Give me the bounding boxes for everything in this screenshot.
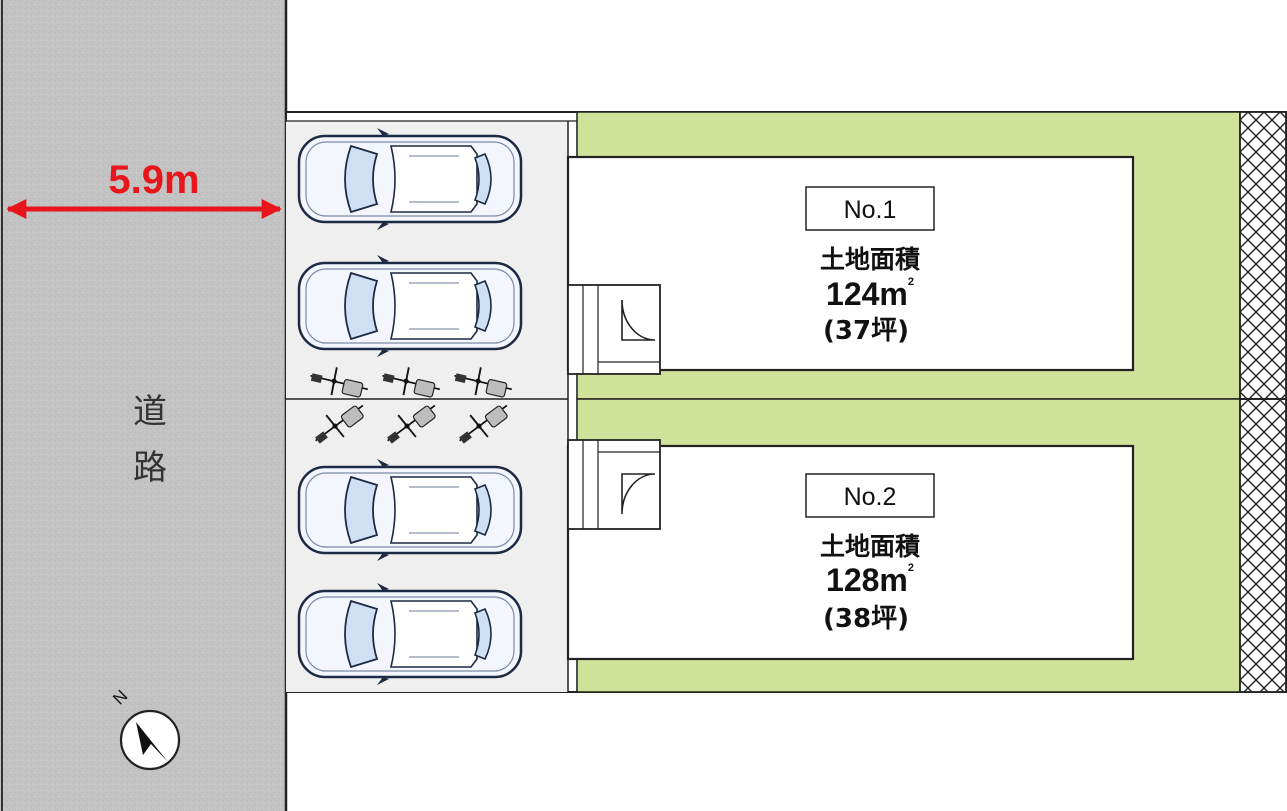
area-sup-1: 2	[908, 276, 914, 288]
area-tsubo-1: (37坪)	[823, 316, 909, 346]
lot-no-box-1	[805, 186, 935, 231]
car-icon	[297, 126, 523, 232]
fence	[1239, 111, 1287, 693]
area-value-1: 124m2	[826, 276, 914, 312]
road-label-top: 道	[133, 392, 167, 432]
door-swing-icon	[621, 299, 656, 341]
compass-needle	[136, 722, 168, 762]
car-icon	[297, 581, 523, 687]
area-number-2: 128m	[826, 562, 908, 598]
door-swing-icon	[621, 473, 656, 515]
entrance-lot-2	[567, 439, 661, 530]
area-title-2: 土地面積	[820, 532, 920, 561]
lot-no-2: No.2	[844, 483, 897, 511]
entrance-lot-1	[567, 284, 661, 375]
area-value-2: 128m2	[826, 562, 914, 598]
area-tsubo-2: (38坪)	[823, 604, 909, 634]
road-label-bottom: 路	[133, 448, 167, 488]
road-width-label: 5.9m	[108, 158, 199, 202]
car-icon	[297, 253, 523, 359]
lot-no-1: No.1	[844, 196, 897, 224]
area-number-1: 124m	[826, 276, 908, 312]
area-title-1: 土地面積	[820, 245, 920, 274]
lot-no-box-2	[805, 473, 935, 518]
road	[0, 0, 286, 811]
area-sup-2: 2	[908, 562, 914, 574]
car-icon	[297, 457, 523, 563]
